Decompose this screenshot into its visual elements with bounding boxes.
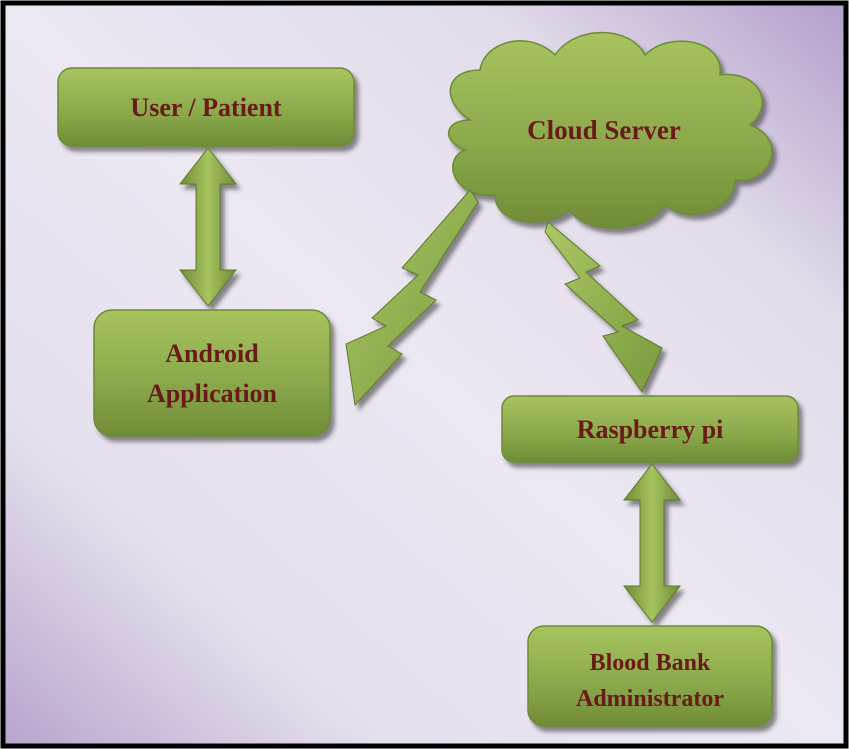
user-patient-label: User / Patient [130,93,281,122]
cloud-server-node [447,31,773,229]
raspberry-bloodbank-double-arrow [622,463,682,623]
cloud-server-label: Cloud Server [527,115,681,145]
blood-bank-administrator-label-line1: Blood Bank [590,650,711,676]
wireless-link-bolt-cloud-android [345,189,479,407]
raspberry-pi-label: Raspberry pi [577,415,724,444]
wireless-link-bolt-cloud-raspberry [544,221,663,394]
user-patient-node [57,67,355,147]
android-application-label-line2: Application [147,379,278,408]
android-application-node [93,309,331,437]
android-application-label-line1: Android [165,339,259,368]
blood-bank-administrator-node [527,625,773,727]
user-android-double-arrow [178,147,238,307]
raspberry-pi-node [501,395,799,463]
blood-bank-administrator-label-line2: Administrator [576,686,724,712]
